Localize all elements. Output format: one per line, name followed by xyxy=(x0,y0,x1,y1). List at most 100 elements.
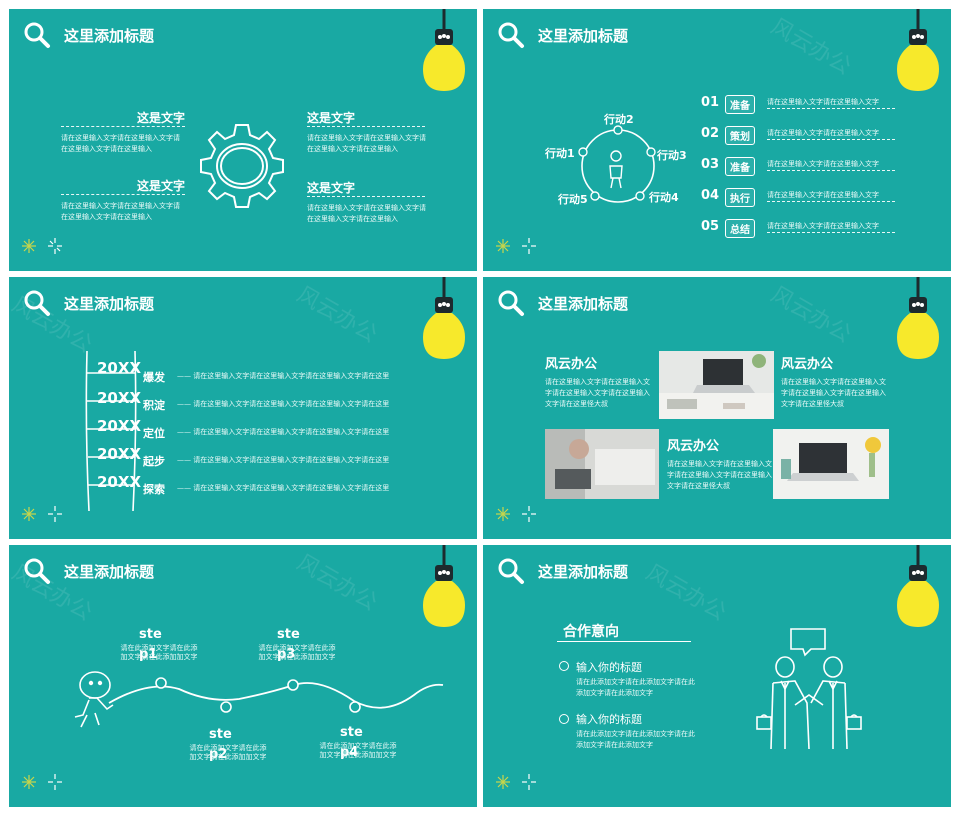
person-icon xyxy=(609,150,623,189)
watermark: 风云办公 xyxy=(766,282,856,348)
item-text-1: 请在此添加文字请在此添加文字请在此添加文字请在此添加文字 xyxy=(576,678,695,697)
slide-2[interactable]: 这里添加标题 风云办公 行动2 行动1 行动3 行动5 行动4 01 准备 请在… xyxy=(483,9,951,271)
lightbulb-icon xyxy=(897,545,939,627)
slide-title: 这里添加标题 xyxy=(64,563,155,581)
row-tag: 探索 xyxy=(143,483,165,496)
row-tag: 定位 xyxy=(143,427,165,440)
item-title-1: 输入你的标题 xyxy=(576,661,642,674)
step-row: 05 总结 请在这里输入文字请在这里输入文字 xyxy=(701,217,897,248)
point-ste-4: ste xyxy=(340,725,363,740)
sparkle-icon xyxy=(22,774,62,790)
handshake-icon xyxy=(756,628,862,750)
block-text-1: 请在这里输入文字请在这里输入文字请在这里输入文字请在这里输入文字请在这里怪大叔 xyxy=(545,378,650,408)
step-row: 03 准备 请在这里输入文字请在这里输入文字 xyxy=(701,155,897,186)
heading-underline xyxy=(557,641,691,642)
row-tag: 爆发 xyxy=(143,371,165,384)
block-heading-3: 风云办公 xyxy=(667,439,720,454)
point-text-2: 请在此添加文字请在此添加文字请在此添加加文字 xyxy=(189,744,267,761)
right-text-1: 请在这里输入文字请在这里输入文字请在这里输入文字请在这里输入 xyxy=(307,134,426,153)
watermark: 风云办公 xyxy=(641,560,731,626)
laptop-photo xyxy=(659,351,774,419)
search-icon xyxy=(24,290,50,316)
lightbulb-icon xyxy=(897,277,939,359)
cycle-label-5: 行动5 xyxy=(558,193,588,206)
row-text: —— 请在这里输入文字请在这里输入文字请在这里输入文字请在这里 xyxy=(177,400,390,408)
step-number: 03 xyxy=(701,157,720,172)
lightbulb-icon xyxy=(897,9,939,91)
point-ste-3: ste xyxy=(277,627,300,642)
point-text-4: 请在此添加文字请在此添加文字请在此添加加文字 xyxy=(319,742,397,759)
watermark: 风云办公 xyxy=(292,282,382,348)
step-badge: 准备 xyxy=(725,95,755,114)
gear-icon xyxy=(200,124,284,208)
step-number: 02 xyxy=(701,126,720,141)
row-text: —— 请在这里输入文字请在这里输入文字请在这里输入文字请在这里 xyxy=(177,484,390,492)
search-icon xyxy=(24,558,50,584)
row-year: 20XX xyxy=(97,473,142,491)
search-icon xyxy=(498,22,524,48)
step-number: 04 xyxy=(701,188,720,203)
step-list: 01 准备 请在这里输入文字请在这里输入文字 02 策划 请在这里输入文字请在这… xyxy=(701,93,897,248)
left-text-1: 请在这里输入文字请在这里输入文字请在这里输入文字请在这里输入 xyxy=(61,134,180,153)
step-number: 01 xyxy=(701,95,720,110)
right-heading-1: 这是文字 xyxy=(307,109,425,127)
lightbulb-icon xyxy=(423,9,465,91)
right-text-2: 请在这里输入文字请在这里输入文字请在这里输入文字请在这里输入 xyxy=(307,204,426,223)
slide-6[interactable]: 这里添加标题 风云办公 合作意向 输入你的标题 请在此添加文字请在此添加文字请在… xyxy=(483,545,951,807)
point-ste-1: ste xyxy=(139,627,162,642)
section-heading: 合作意向 xyxy=(563,624,619,640)
sparkle-icon xyxy=(496,774,536,790)
row-year: 20XX xyxy=(97,417,142,435)
step-badge: 准备 xyxy=(725,157,755,176)
cycle-diagram xyxy=(578,125,656,203)
workspace-photo xyxy=(773,429,889,499)
slide-4[interactable]: 这里添加标题 风云办公 风云办公 请在这里输入文字请在这里输入文字请在这里输入文… xyxy=(483,277,951,539)
cycle-label-3: 行动3 xyxy=(657,149,687,162)
stick-figure-icon xyxy=(74,671,114,728)
point-p-2: p2 xyxy=(209,747,228,762)
timeline-wave xyxy=(74,671,444,728)
point-p-4: p4 xyxy=(340,745,359,760)
left-heading-1: 这是文字 xyxy=(61,109,185,127)
bullet-icon xyxy=(559,714,569,724)
block-text-2: 请在这里输入文字请在这里输入文字请在这里输入文字请在这里输入文字请在这里怪大叔 xyxy=(781,378,886,408)
step-row: 01 准备 请在这里输入文字请在这里输入文字 xyxy=(701,93,897,124)
item-title-2: 输入你的标题 xyxy=(576,713,642,726)
slide-3[interactable]: 这里添加标题 风云办公 风云办公 20XX 爆发 —— 请在这里输入文字请在这里… xyxy=(9,277,477,539)
row-tag: 起步 xyxy=(143,455,165,468)
step-text: 请在这里输入文字请在这里输入文字 xyxy=(767,190,895,202)
lightbulb-icon xyxy=(423,545,465,627)
row-text: —— 请在这里输入文字请在这里输入文字请在这里输入文字请在这里 xyxy=(177,372,390,380)
block-text-3: 请在这里输入文字请在这里输入文字请在这里输入文字请在这里输入文字请在这里怪大叔 xyxy=(667,460,772,490)
row-tag: 积淀 xyxy=(143,399,165,412)
bullet-icon xyxy=(559,661,569,671)
block-heading-2: 风云办公 xyxy=(781,357,834,372)
step-text: 请在这里输入文字请在这里输入文字 xyxy=(767,128,895,140)
search-icon xyxy=(24,22,50,48)
slide-1[interactable]: 这里添加标题 这是文字 请在这里输入文字请在这里输入文字请在这里输入文字请在这里… xyxy=(9,9,477,271)
sparkle-icon xyxy=(496,238,536,254)
search-icon xyxy=(498,558,524,584)
row-year: 20XX xyxy=(97,359,142,377)
item-text-2: 请在此添加文字请在此添加文字请在此添加文字请在此添加文字 xyxy=(576,730,695,749)
step-text: 请在这里输入文字请在这里输入文字 xyxy=(767,159,895,171)
point-text-3: 请在此添加文字请在此添加文字请在此添加加文字 xyxy=(258,644,336,661)
left-heading-2: 这是文字 xyxy=(61,177,185,195)
sparkle-icon xyxy=(496,506,536,522)
slide-title: 这里添加标题 xyxy=(538,563,629,581)
step-row: 02 策划 请在这里输入文字请在这里输入文字 xyxy=(701,124,897,155)
point-p-1: p1 xyxy=(139,647,158,662)
step-text: 请在这里输入文字请在这里输入文字 xyxy=(767,221,895,233)
slide-5[interactable]: 这里添加标题 风云办公 风云办公 ste p1 请在此添加文字请在此添加文字请在… xyxy=(9,545,477,807)
row-text: —— 请在这里输入文字请在这里输入文字请在这里输入文字请在这里 xyxy=(177,456,390,464)
desk-photo xyxy=(545,429,659,499)
right-heading-2: 这是文字 xyxy=(307,179,425,197)
step-row: 04 执行 请在这里输入文字请在这里输入文字 xyxy=(701,186,897,217)
cycle-label-4: 行动4 xyxy=(649,191,679,204)
step-badge: 策划 xyxy=(725,126,755,145)
slide-title: 这里添加标题 xyxy=(64,295,155,313)
sparkle-icon xyxy=(22,506,62,522)
point-text-1: 请在此添加文字请在此添加文字请在此添加加文字 xyxy=(120,644,198,661)
lightbulb-icon xyxy=(423,277,465,359)
